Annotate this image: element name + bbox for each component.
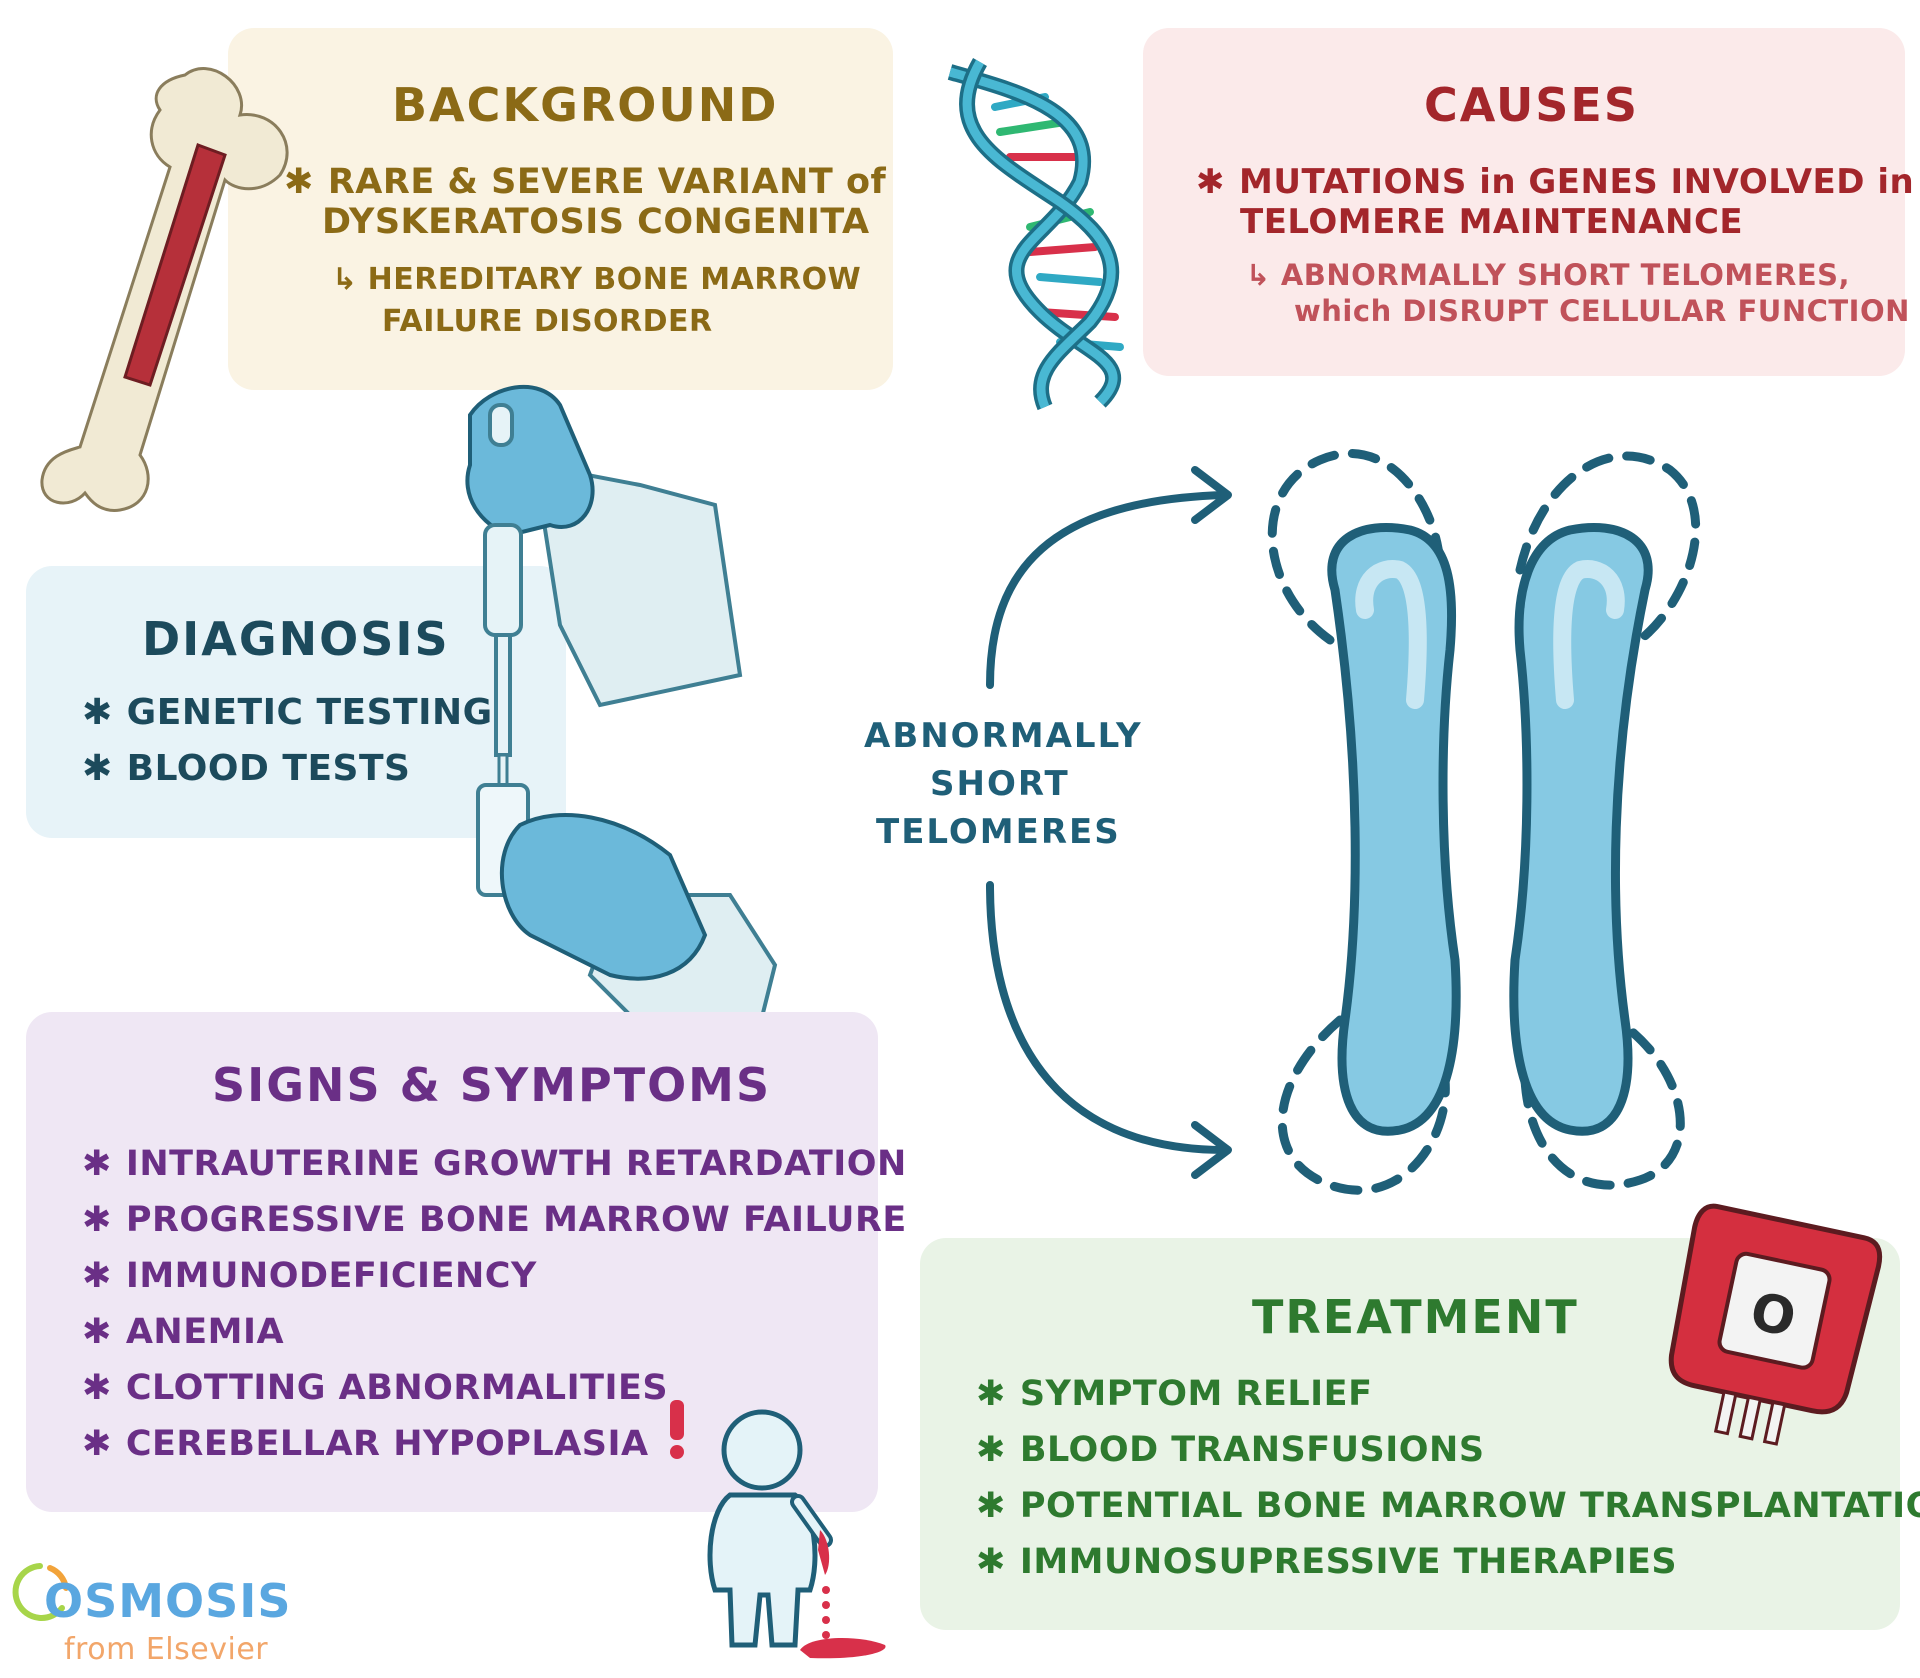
asterisk-icon: ✱ bbox=[82, 1312, 112, 1352]
causes-sub-point-cont: which DISRUPT CELLULAR FUNCTION bbox=[1294, 294, 1910, 328]
asterisk-icon: ✱ bbox=[82, 692, 113, 733]
signs-item: ✱ CLOTTING ABNORMALITIES bbox=[82, 1368, 668, 1408]
signs-item-text: IMMUNODEFICIENCY bbox=[125, 1256, 537, 1296]
center-label-line-2: SHORT bbox=[930, 764, 1070, 804]
signs-item-text: PROGRESSIVE BONE MARROW FAILURE bbox=[125, 1200, 907, 1240]
asterisk-icon: ✱ bbox=[1196, 162, 1225, 202]
center-label-line-3: TELOMERES bbox=[876, 812, 1121, 852]
signs-item-text: ANEMIA bbox=[125, 1312, 285, 1352]
arrow-up-curve-icon bbox=[986, 466, 1232, 689]
treatment-item-text: SYMPTOM RELIEF bbox=[1019, 1374, 1373, 1414]
treatment-item: ✱ BLOOD TRANSFUSIONS bbox=[976, 1430, 1485, 1470]
diagnosis-item-text: GENETIC TESTING bbox=[126, 692, 493, 733]
signs-item: ✱ INTRAUTERINE GROWTH RETARDATION bbox=[82, 1144, 907, 1184]
diagnosis-item: ✱ BLOOD TESTS bbox=[82, 748, 410, 789]
treatment-item: ✱ IMMUNOSUPRESSIVE THERAPIES bbox=[976, 1542, 1677, 1582]
background-point-1: ✱ RARE & SEVERE VARIANT of bbox=[284, 162, 886, 202]
bone-icon bbox=[40, 67, 289, 512]
background-sub-point: ↳ HEREDITARY BONE MARROW bbox=[332, 262, 861, 297]
asterisk-icon: ✱ bbox=[82, 1200, 112, 1240]
causes-card bbox=[1143, 28, 1905, 376]
diagnosis-item: ✱ GENETIC TESTING bbox=[82, 692, 493, 733]
background-sub-text: HEREDITARY BONE MARROW bbox=[367, 262, 862, 297]
signs-item-text: CLOTTING ABNORMALITIES bbox=[125, 1368, 669, 1408]
causes-point-1-cont: TELOMERE MAINTENANCE bbox=[1240, 202, 1744, 242]
treatment-item-text: IMMUNOSUPRESSIVE THERAPIES bbox=[1019, 1542, 1678, 1582]
asterisk-icon: ✱ bbox=[82, 1144, 112, 1184]
treatment-item: ✱ POTENTIAL BONE MARROW TRANSPLANTATION bbox=[976, 1486, 1920, 1526]
treatment-title: TREATMENT bbox=[1252, 1290, 1579, 1344]
diagnosis-item-text: BLOOD TESTS bbox=[126, 748, 411, 789]
osmosis-logo-mark bbox=[12, 1563, 69, 1621]
dna-helix-icon bbox=[947, 58, 1124, 411]
causes-title: CAUSES bbox=[1424, 78, 1639, 132]
signs-item: ✱ PROGRESSIVE BONE MARROW FAILURE bbox=[82, 1200, 907, 1240]
diagnosis-card bbox=[26, 566, 566, 838]
asterisk-icon: ✱ bbox=[976, 1542, 1006, 1582]
asterisk-icon: ✱ bbox=[976, 1486, 1006, 1526]
logo-name: OSMOSIS bbox=[44, 1574, 292, 1628]
asterisk-icon: ✱ bbox=[82, 1256, 112, 1296]
causes-point-1-text: MUTATIONS in GENES INVOLVED in bbox=[1239, 162, 1915, 202]
arrow-turn-icon: ↳ bbox=[1246, 258, 1271, 292]
signs-item: ✱ IMMUNODEFICIENCY bbox=[82, 1256, 537, 1296]
pipette-hands-icon bbox=[465, 384, 778, 1027]
treatment-item-text: POTENTIAL BONE MARROW TRANSPLANTATION bbox=[1019, 1486, 1920, 1526]
chromosome-icon bbox=[1267, 449, 1701, 1195]
signs-title: SIGNS & SYMPTOMS bbox=[212, 1058, 772, 1112]
treatment-item: ✱ SYMPTOM RELIEF bbox=[976, 1374, 1373, 1414]
logo-tagline: from Elsevier bbox=[64, 1632, 269, 1667]
asterisk-icon: ✱ bbox=[82, 1368, 112, 1408]
signs-item-text: CEREBELLAR HYPOPLASIA bbox=[125, 1424, 649, 1464]
asterisk-icon: ✱ bbox=[82, 1424, 112, 1464]
background-sub-point-cont: FAILURE DISORDER bbox=[382, 304, 713, 339]
background-title: BACKGROUND bbox=[392, 78, 779, 132]
asterisk-icon: ✱ bbox=[284, 162, 314, 202]
blood-bag-icon: O bbox=[1668, 1203, 1883, 1446]
arrow-down-curve-icon bbox=[986, 881, 1232, 1179]
causes-sub-text: ABNORMALLY SHORT TELOMERES, bbox=[1280, 258, 1851, 292]
background-point-1-cont: DYSKERATOSIS CONGENITA bbox=[322, 202, 870, 242]
asterisk-icon: ✱ bbox=[976, 1430, 1006, 1470]
signs-item: ✱ ANEMIA bbox=[82, 1312, 284, 1352]
treatment-item-text: BLOOD TRANSFUSIONS bbox=[1019, 1430, 1485, 1470]
center-label-line-1: ABNORMALLY bbox=[864, 716, 1143, 756]
bleeding-person-icon bbox=[670, 1400, 886, 1659]
asterisk-icon: ✱ bbox=[82, 748, 113, 789]
signs-item: ✱ CEREBELLAR HYPOPLASIA bbox=[82, 1424, 649, 1464]
causes-point-1: ✱ MUTATIONS in GENES INVOLVED in bbox=[1196, 162, 1914, 202]
background-point-1-text: RARE & SEVERE VARIANT of bbox=[327, 162, 887, 202]
diagnosis-title: DIAGNOSIS bbox=[142, 612, 450, 666]
background-card bbox=[228, 28, 893, 390]
causes-sub-point: ↳ ABNORMALLY SHORT TELOMERES, bbox=[1246, 258, 1850, 292]
signs-item-text: INTRAUTERINE GROWTH RETARDATION bbox=[125, 1144, 907, 1184]
asterisk-icon: ✱ bbox=[976, 1374, 1006, 1414]
arrow-turn-icon: ↳ bbox=[332, 262, 358, 297]
